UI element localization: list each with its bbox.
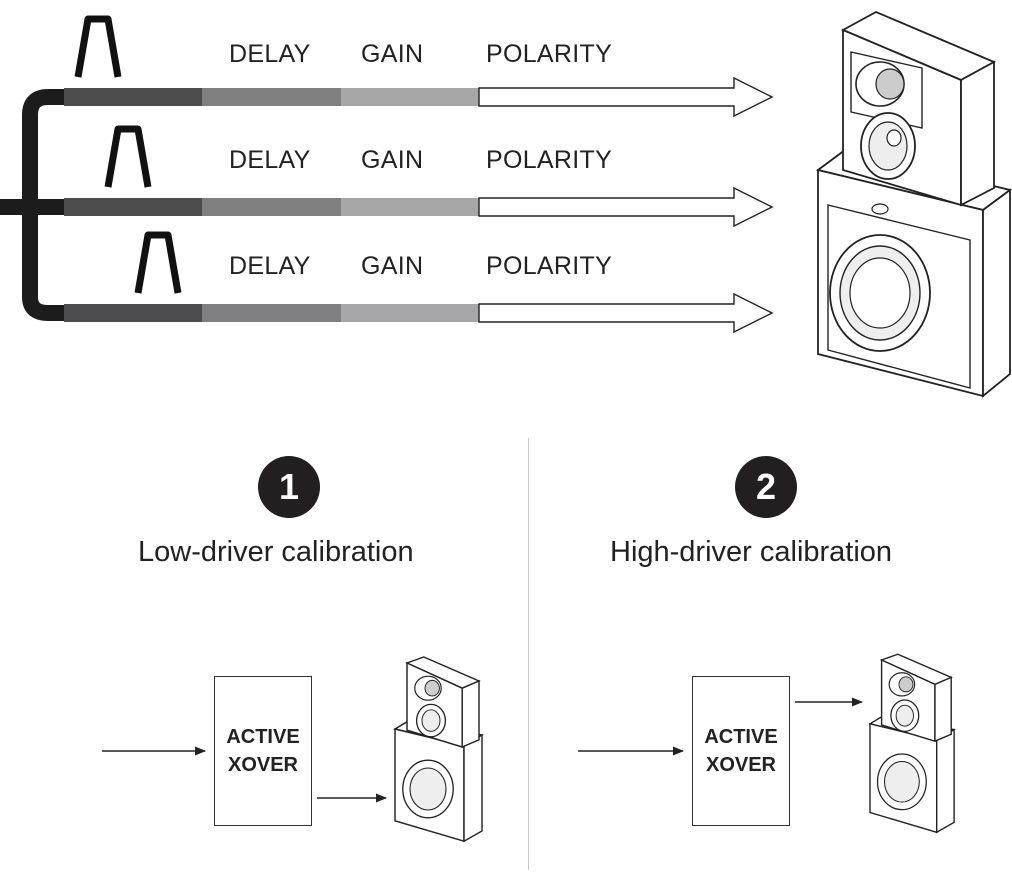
step-badge-2: 2 (735, 456, 797, 518)
chain-bus (0, 89, 64, 321)
speaker-stack-icon (868, 653, 956, 834)
gain-label: GAIN (361, 146, 424, 174)
step-badge-1: 1 (258, 456, 320, 518)
delay-label: DELAY (229, 40, 311, 68)
gain-segment (202, 88, 341, 106)
arrow-right-icon (478, 76, 774, 118)
delay-label: DELAY (229, 146, 311, 174)
delay-segment (64, 304, 202, 322)
arrow-right-icon (478, 292, 774, 334)
step-title-1: Low-driver calibration (138, 536, 414, 568)
gain-label: GAIN (361, 252, 424, 280)
bandpass-filter-icon (104, 125, 152, 188)
bandpass-filter-icon (74, 15, 122, 78)
chain-group (64, 15, 774, 334)
polarity-label: POLARITY (486, 146, 613, 174)
xover-line2: XOVER (227, 754, 299, 776)
gain-segment (202, 198, 341, 216)
polarity-label: POLARITY (486, 40, 613, 68)
polarity-segment (341, 198, 479, 216)
delay-label: DELAY (229, 252, 311, 280)
speaker-stack-icon (815, 11, 1012, 398)
polarity-segment (341, 304, 479, 322)
polarity-label: POLARITY (486, 252, 613, 280)
delay-segment (64, 198, 202, 216)
panel-divider (528, 438, 529, 870)
active-xover-box-1: ACTIVE XOVER (214, 676, 312, 826)
xover-line2: XOVER (705, 754, 777, 776)
polarity-segment (341, 88, 479, 106)
arrow-right-icon (478, 186, 774, 228)
gain-segment (202, 304, 341, 322)
bandpass-filter-icon (134, 231, 182, 294)
step-title-2: High-driver calibration (610, 536, 893, 568)
speaker-stack-icon (393, 656, 484, 843)
xover-line1: ACTIVE (226, 726, 300, 748)
gain-label: GAIN (361, 40, 424, 68)
active-xover-box-2: ACTIVE XOVER (692, 676, 790, 826)
delay-segment (64, 88, 202, 106)
xover-line1: ACTIVE (704, 726, 778, 748)
